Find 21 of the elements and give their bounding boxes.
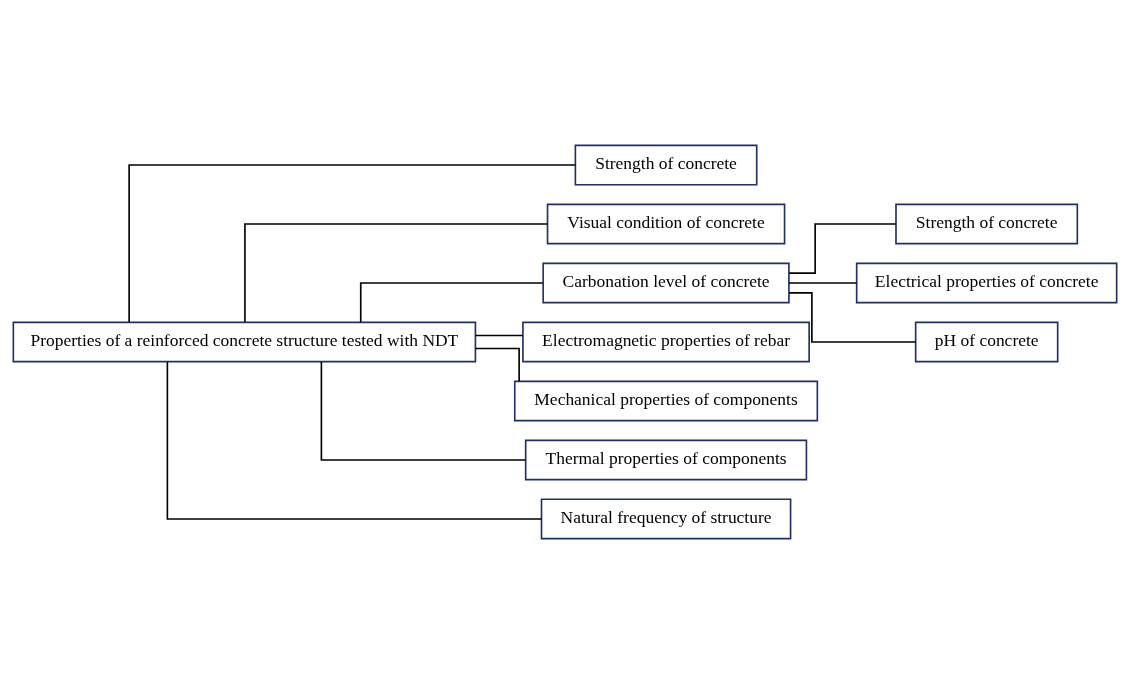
node-box: Carbonation level of concrete <box>542 262 790 304</box>
node-box: Thermal properties of components <box>524 439 808 481</box>
connector <box>474 334 524 337</box>
connector <box>788 282 858 284</box>
connector <box>166 361 543 520</box>
node-box: Electromagnetic properties of rebar <box>522 321 810 363</box>
node-box: Strength of concrete <box>574 144 758 186</box>
node-box: Mechanical properties of components <box>513 380 819 422</box>
connector <box>320 361 527 461</box>
connector <box>244 223 549 323</box>
node-box: Properties of a reinforced concrete structure tested with NDT <box>12 321 477 363</box>
node-box: Strength of concrete <box>895 203 1079 245</box>
connector <box>474 347 520 382</box>
node-box: Visual condition of concrete <box>546 203 786 245</box>
connector <box>788 223 897 274</box>
node-box: Natural frequency of structure <box>540 498 792 540</box>
connector <box>359 282 544 323</box>
connector <box>128 164 577 323</box>
connector <box>788 292 917 343</box>
node-box: pH of concrete <box>914 321 1059 363</box>
node-box: Electrical properties of concrete <box>855 262 1118 304</box>
